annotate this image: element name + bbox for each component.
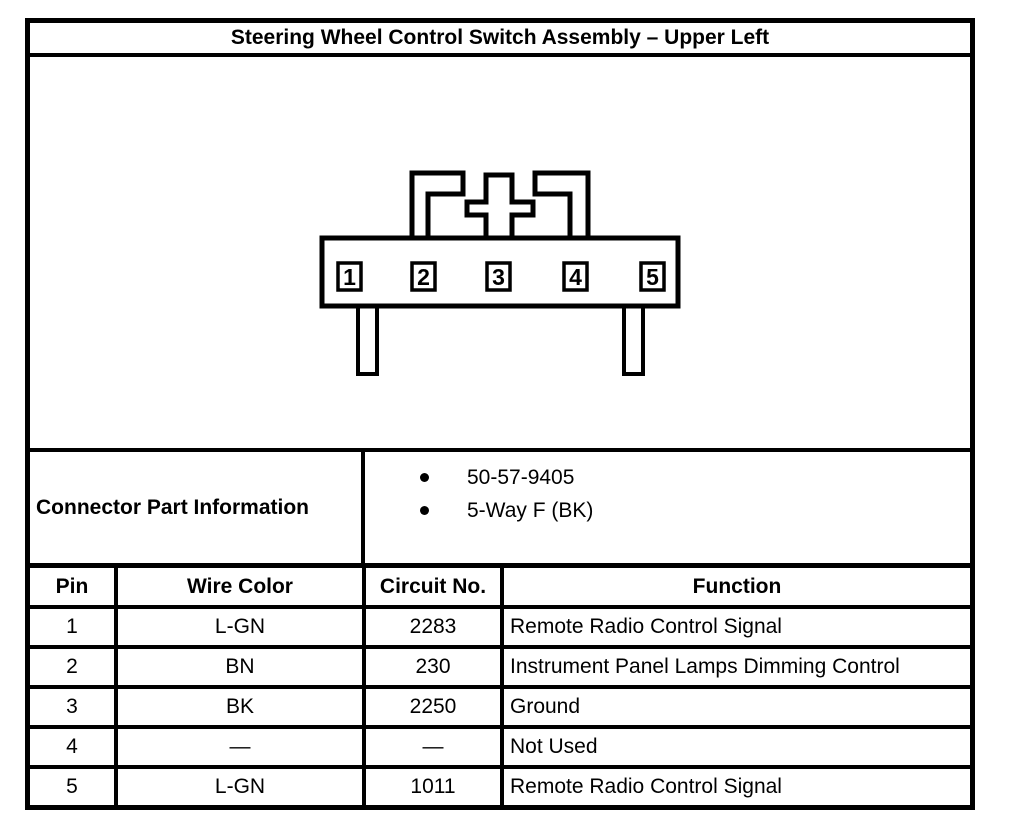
connector-diagram: 1 2 3 4 5: [319, 170, 681, 376]
column-header-wire-color: Wire Color: [114, 568, 362, 605]
connector-body: [319, 235, 681, 309]
column-header-function: Function: [500, 568, 970, 605]
pin-2-box: [410, 261, 437, 292]
table-cell-function: Remote Radio Control Signal: [500, 765, 970, 805]
table-cell-circuit: 2283: [362, 605, 500, 645]
title-bar: Steering Wheel Control Switch Assembly –…: [30, 23, 970, 57]
pin-3-box: [485, 261, 512, 292]
table-cell-circuit: 230: [362, 645, 500, 685]
table-cell-function: Instrument Panel Lamps Dimming Control: [500, 645, 970, 685]
part-number-list: 50-57-9405 5-Way F (BK): [365, 461, 970, 527]
table-cell-wire: L-GN: [114, 605, 362, 645]
part-info-label: Connector Part Information: [36, 495, 310, 519]
connector-part-info-row: Connector Part Information 50-57-9405 5-…: [30, 452, 970, 568]
part-number-item: 50-57-9405: [365, 461, 970, 494]
pin-2-label: 2: [417, 264, 430, 290]
connector-type-item: 5-Way F (BK): [365, 494, 970, 527]
right-leg: [622, 302, 645, 376]
table-cell-function: Ground: [500, 685, 970, 725]
part-info-label-cell: Connector Part Information: [30, 452, 365, 563]
table-cell-wire: L-GN: [114, 765, 362, 805]
connector-drawing-area: 1 2 3 4 5: [30, 57, 970, 452]
pin-3-label: 3: [492, 264, 505, 290]
pin-1-label: 1: [343, 264, 356, 290]
pin-4-box: [562, 261, 589, 292]
table-cell-circuit: —: [362, 725, 500, 765]
table-cell-wire: BK: [114, 685, 362, 725]
pin-5-label: 5: [646, 264, 659, 290]
pin-4-label: 4: [569, 264, 582, 290]
table-cell-function: Remote Radio Control Signal: [500, 605, 970, 645]
table-cell-pin: 3: [30, 685, 114, 725]
column-header-pin: Pin: [55, 574, 89, 598]
left-leg: [356, 302, 379, 376]
column-header-circuit-no: Circuit No.: [362, 568, 500, 605]
key-center-cross: [464, 172, 536, 236]
page-title: Steering Wheel Control Switch Assembly –…: [230, 26, 770, 49]
pin-table: Pin Wire Color Circuit No. Function 1 L-…: [30, 568, 970, 805]
table-cell-pin: 5: [30, 765, 114, 805]
table-cell-circuit: 1011: [362, 765, 500, 805]
figure-frame: Steering Wheel Control Switch Assembly –…: [25, 18, 975, 810]
table-cell-circuit: 2250: [362, 685, 500, 725]
key-left-bracket: [409, 170, 466, 238]
table-cell-wire: —: [114, 725, 362, 765]
pin-1-box: [336, 261, 363, 292]
key-right-bracket: [532, 170, 591, 238]
pin-5-box: [639, 261, 666, 292]
table-cell-pin: 4: [30, 725, 114, 765]
table-cell-function: Not Used: [500, 725, 970, 765]
table-cell-pin: 1: [30, 605, 114, 645]
part-info-values-cell: 50-57-9405 5-Way F (BK): [365, 452, 970, 563]
table-cell-wire: BN: [114, 645, 362, 685]
table-cell-pin: 2: [30, 645, 114, 685]
